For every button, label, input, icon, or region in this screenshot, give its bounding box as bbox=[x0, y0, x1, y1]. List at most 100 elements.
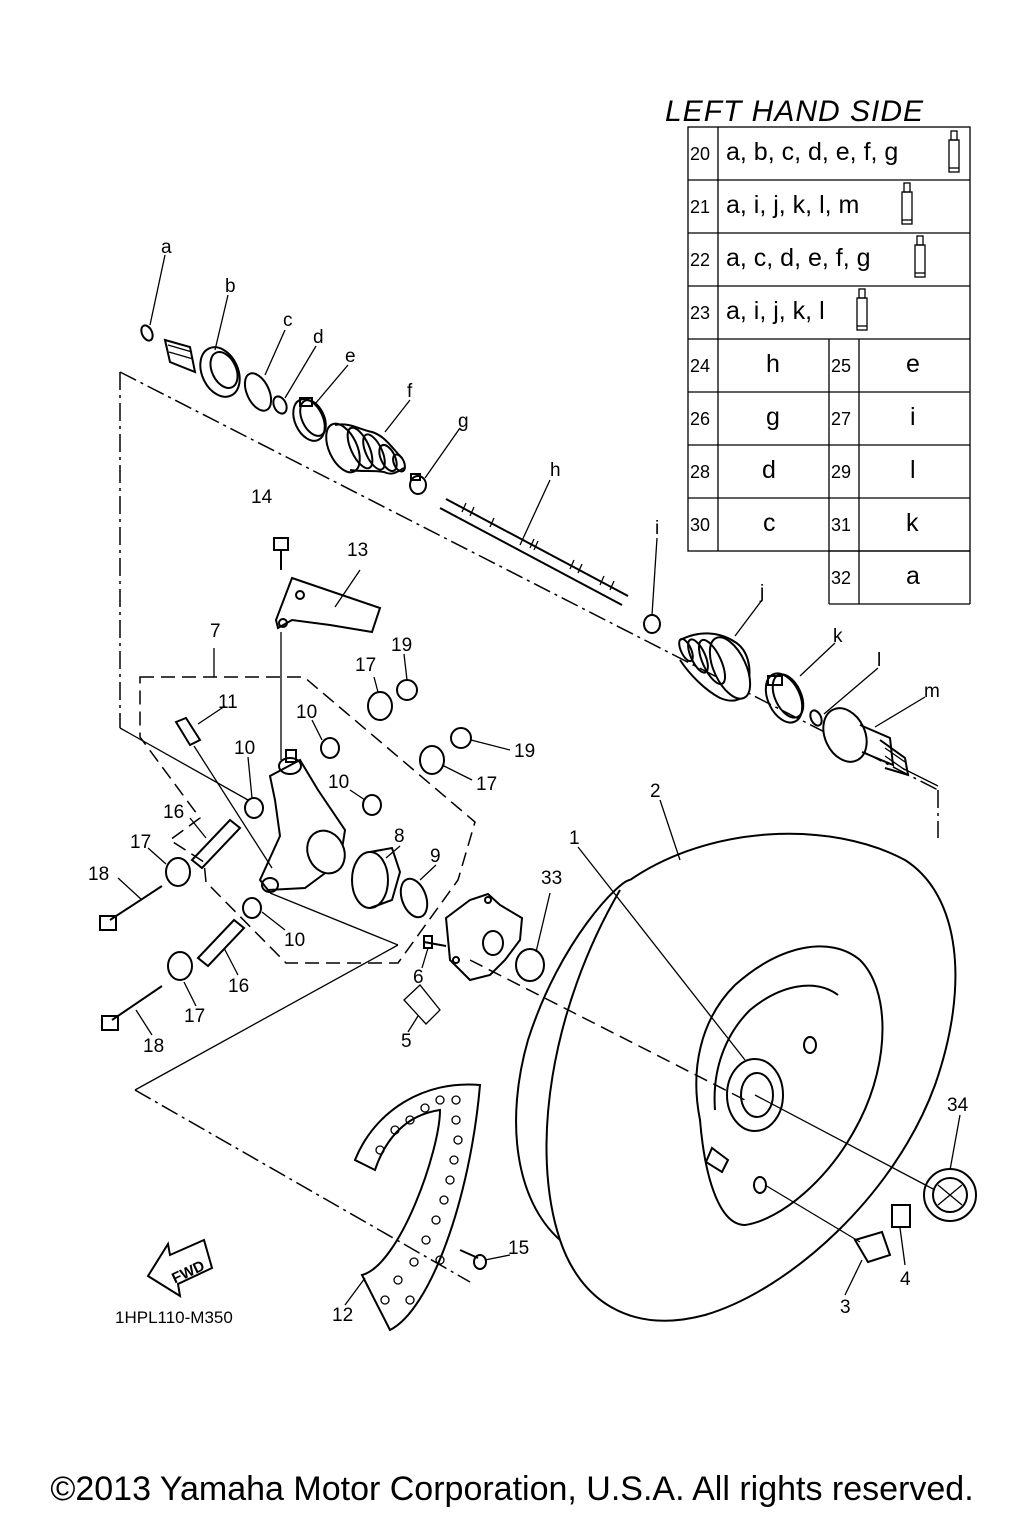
pair-row-value: e bbox=[906, 350, 920, 378]
callout-label: j bbox=[759, 582, 764, 603]
bearing-8 bbox=[351, 846, 402, 909]
callout-label: 10 bbox=[296, 702, 317, 723]
callout-label: f bbox=[407, 381, 413, 402]
callout-label: 17 bbox=[476, 774, 497, 795]
boot-f bbox=[325, 422, 406, 475]
callout-label: 16 bbox=[228, 976, 249, 997]
kit-row-parts: a, i, j, k, l, m bbox=[726, 191, 859, 219]
leader-lines bbox=[117, 254, 961, 1306]
callout-label: 1 bbox=[569, 828, 580, 849]
pair-row-number: 27 bbox=[831, 409, 851, 429]
callout-label: 17 bbox=[355, 655, 376, 676]
grease-tube-icon bbox=[901, 182, 913, 225]
wheel-1 bbox=[695, 945, 884, 1227]
circlip-l bbox=[809, 709, 823, 727]
axle-shaft-assembly bbox=[140, 324, 910, 777]
grease-tube-icon bbox=[948, 130, 960, 173]
bushing-10 bbox=[242, 897, 262, 919]
callout-label: 4 bbox=[900, 1269, 911, 1290]
callout-label: 8 bbox=[394, 826, 405, 847]
callout-label: 6 bbox=[413, 967, 424, 988]
boot-band-e bbox=[292, 397, 327, 442]
callout-label: k bbox=[833, 626, 843, 647]
circlip-c bbox=[243, 372, 273, 412]
callout-label: b bbox=[225, 276, 236, 297]
pair-row-number: 31 bbox=[831, 515, 851, 535]
bearing-17 bbox=[419, 745, 445, 775]
kit-row-number: 21 bbox=[690, 197, 710, 217]
boot-band-k bbox=[764, 672, 805, 724]
copyright-notice: ©2013 Yamaha Motor Corporation, U.S.A. A… bbox=[50, 1470, 974, 1508]
callout-label: d bbox=[313, 327, 324, 348]
wheel-stud-3 bbox=[853, 1230, 892, 1264]
cv-joint-m bbox=[822, 707, 910, 777]
callout-label: 9 bbox=[430, 846, 441, 867]
bearing-17 bbox=[165, 857, 191, 887]
circlip-9 bbox=[399, 877, 429, 919]
pair-row-number: 29 bbox=[831, 462, 851, 482]
callout-label: 11 bbox=[218, 692, 238, 713]
bolt-18 bbox=[101, 985, 163, 1031]
kit-table: LEFT HAND SIDE 20 a, b, c, d, e, f, g 21… bbox=[665, 95, 971, 605]
callout-label: 10 bbox=[328, 772, 349, 793]
circlip-a bbox=[140, 324, 154, 342]
clip-d bbox=[272, 395, 288, 415]
wheel-and-tire bbox=[515, 832, 977, 1322]
pair-row-value: a bbox=[906, 562, 920, 590]
shaft-h bbox=[439, 498, 629, 606]
callout-label: e bbox=[345, 346, 356, 367]
hub-cap-34 bbox=[923, 1168, 977, 1222]
pair-row-value: i bbox=[910, 403, 916, 431]
pair-row-value: h bbox=[766, 350, 780, 378]
kit-row-number: 23 bbox=[690, 303, 710, 323]
clamp-i bbox=[643, 614, 661, 634]
callout-label: 5 bbox=[401, 1031, 412, 1052]
callout-label: 19 bbox=[391, 635, 412, 656]
disc-bolt-15 bbox=[459, 1249, 487, 1270]
clamp-g bbox=[409, 473, 427, 495]
callout-label: 34 bbox=[947, 1095, 969, 1116]
callout-label: 17 bbox=[130, 832, 151, 853]
callout-label: a bbox=[161, 237, 172, 258]
fwd-arrow-icon: FWD bbox=[146, 1238, 214, 1299]
pair-row-number: 28 bbox=[690, 462, 710, 482]
brake-disc-12 bbox=[353, 1083, 487, 1332]
grease-tube-icon bbox=[914, 235, 926, 278]
grease-nipple-11 bbox=[174, 716, 273, 869]
bolt-14 bbox=[273, 537, 289, 570]
pair-row-value: k bbox=[906, 509, 919, 537]
bushing-10 bbox=[362, 794, 382, 816]
callout-label: 3 bbox=[840, 1297, 851, 1318]
pair-row-value: g bbox=[766, 403, 780, 431]
pair-row-number: 30 bbox=[690, 515, 710, 535]
boot-j bbox=[678, 632, 752, 702]
callout-label: 18 bbox=[88, 864, 109, 885]
cv-joint-b bbox=[163, 338, 241, 398]
tire-2 bbox=[545, 832, 957, 1322]
callout-label: 13 bbox=[347, 540, 368, 561]
callout-label: 16 bbox=[163, 802, 184, 823]
bearing-17 bbox=[167, 951, 193, 981]
kit-row-number: 22 bbox=[690, 250, 710, 270]
nut-19 bbox=[396, 679, 418, 701]
callout-label: g bbox=[458, 411, 469, 432]
callout-label: 33 bbox=[541, 868, 562, 889]
bolt-18 bbox=[99, 885, 163, 931]
callout-label: 15 bbox=[508, 1238, 529, 1259]
callout-label: 17 bbox=[184, 1006, 205, 1027]
kit-row-parts: a, i, j, k, l bbox=[726, 297, 825, 325]
callout-label: m bbox=[924, 681, 940, 702]
callout-label: 14 bbox=[251, 487, 273, 508]
diagram-code: 1HPL110-M350 bbox=[115, 1308, 233, 1327]
bearing-17 bbox=[367, 691, 393, 721]
callout-label: 19 bbox=[514, 741, 535, 762]
collar-16 bbox=[190, 818, 242, 870]
callout-label: l bbox=[877, 650, 881, 671]
pair-row-number: 25 bbox=[831, 356, 851, 376]
callout-label: 10 bbox=[284, 930, 305, 951]
kit-row-parts: a, c, d, e, f, g bbox=[726, 244, 871, 272]
callout-label: 10 bbox=[234, 738, 255, 759]
callout-label: 2 bbox=[650, 781, 661, 802]
collar-16 bbox=[196, 918, 246, 968]
grease-tube-icon bbox=[856, 288, 868, 331]
